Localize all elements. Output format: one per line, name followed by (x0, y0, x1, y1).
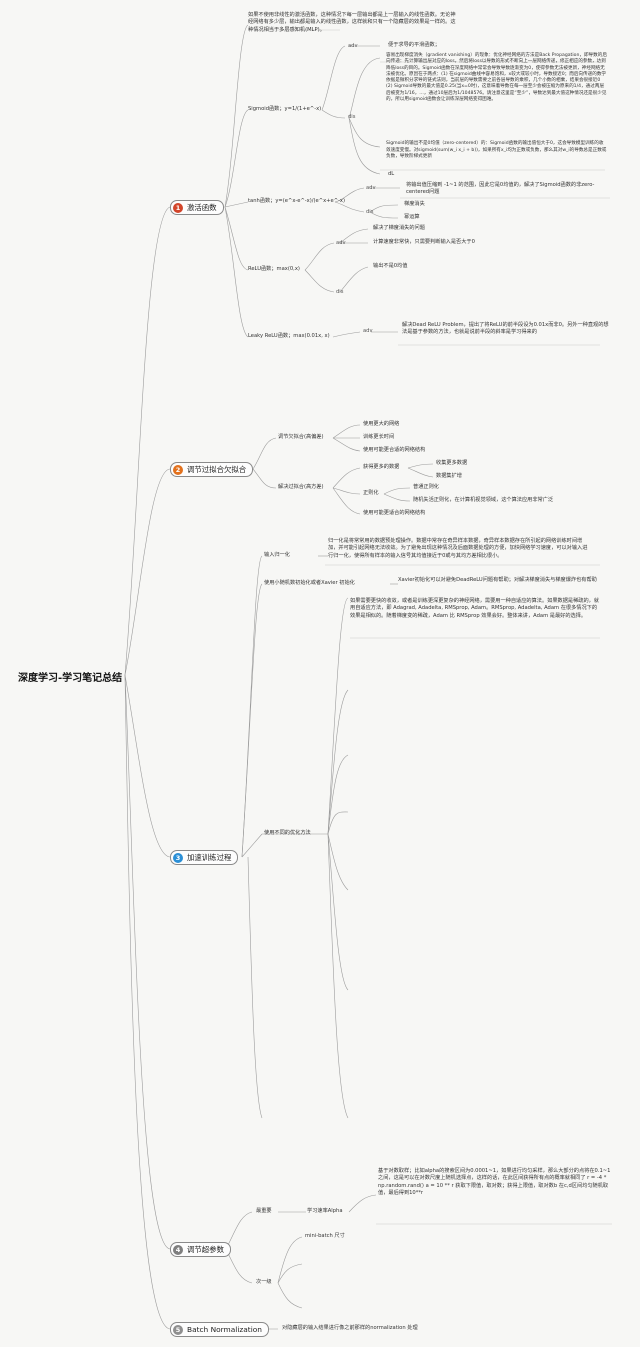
underfit-item-2: 训练更长时间 (363, 434, 395, 440)
more-data-node[interactable]: 获得更多的数据 (363, 464, 400, 470)
tanh-adv: 将输出值压缩到 -1~1 的范围，因此它是0均值的，解决了Sigmoid函数的非… (406, 182, 595, 196)
relu-dis-key: dis (336, 289, 344, 295)
sigmoid-dis-3: dL (388, 171, 395, 177)
branch-fitting[interactable]: 2 调节过拟合欠拟合 (170, 462, 254, 477)
important-node[interactable]: 最重要 (256, 1208, 272, 1214)
tanh-adv-key: adv (366, 185, 376, 191)
leaky-relu-node[interactable]: Leaky ReLU函数；max(0.01x, x) (248, 333, 330, 339)
relu-dis-1: 输出不是0均值 (373, 263, 408, 269)
branch-number-badge: 4 (173, 1244, 183, 1255)
more-data-item-2: 数据集扩增 (436, 473, 462, 479)
sigmoid-adv: 便于求导的平滑函数； (388, 42, 440, 48)
branch-label: Batch Normalization (187, 1325, 262, 1334)
branch-label: 激活函数 (187, 203, 217, 212)
batch-norm-text: 对隐藏层的输入结果进行像之前那样的normalization 处理 (282, 1325, 418, 1331)
branch-batch-normalization[interactable]: 5 Batch Normalization (170, 1322, 269, 1337)
underfit-item-1: 使用更大的网络 (363, 421, 400, 427)
overfit-node[interactable]: 解决过拟合(高方差) (278, 484, 324, 490)
sigmoid-dis-1: 容易出现梯度消失（gradient vanishing）的现象：优化神经网络的方… (386, 53, 607, 103)
regularization-item-2: 随机失活正则化，在计算机视觉领域，这个算法应用非常广泛 (413, 497, 554, 503)
regularization-node[interactable]: 正则化 (363, 490, 379, 496)
sigmoid-dis-key: dis (348, 114, 356, 120)
branch-number-badge: 5 (173, 1324, 183, 1335)
branch-label: 加速训练过程 (187, 853, 232, 862)
tanh-dis-key: dis (366, 209, 374, 215)
second-level-node[interactable]: 次一级 (256, 1279, 272, 1285)
input-normalization-node[interactable]: 输入归一化 (264, 552, 290, 558)
branch-hyperparameters[interactable]: 4 调节超参数 (170, 1242, 231, 1257)
relu-node[interactable]: ReLU函数；max(0,x) (248, 266, 300, 272)
regularization-item-1: 普通正则化 (413, 484, 439, 490)
initialization-node[interactable]: 使用小随机数初始化或者Xavier 初始化 (264, 580, 355, 586)
sigmoid-adv-key: adv (348, 43, 358, 49)
tanh-dis-1: 梯度消失 (404, 201, 425, 207)
leaky-relu-key: adv (363, 328, 373, 334)
underfit-node[interactable]: 调节欠拟合(高偏差) (278, 434, 324, 440)
overfit-other: 使用可能更适合的网络结构 (363, 510, 426, 516)
branch-label: 调节过拟合欠拟合 (187, 465, 247, 474)
tanh-dis-2: 幂运算 (404, 214, 420, 220)
learning-rate-text: 基于对数取样；比如alpha的搜索区间为0.0001~1，如果进行均匀采样，那么… (378, 1168, 611, 1197)
input-normalization-text: 归一化是将常常用的数据预处理操作。数据中常存在奇异样本数据，奇异样本数据存在所引… (328, 538, 588, 559)
initialization-text: Xavier初始化可以对避免DeadReLU问题有帮助；对解决梯度消失与梯度爆炸… (398, 577, 597, 583)
branch-number-badge: 2 (173, 464, 183, 475)
tanh-node[interactable]: tanh函数；y=(e^x-e^-x)/(e^x+e^-x) (248, 198, 346, 204)
sigmoid-dis-2: Sigmoid的输出不是0均值（zero-centered）的：Sigmoid函… (386, 141, 607, 159)
branch-number-badge: 1 (173, 202, 183, 213)
optimizer-node[interactable]: 使用不同的优化方法 (264, 830, 311, 836)
branch-number-badge: 3 (173, 852, 183, 863)
more-data-item-1: 收集更多数据 (436, 460, 468, 466)
branch-speed-up-training[interactable]: 3 加速训练过程 (170, 850, 239, 865)
sigmoid-node[interactable]: Sigmoid函数；y=1/(1+e^-x) (248, 106, 322, 112)
activation-intro: 如果不使用非线性的激活函数，这种情况下每一层输出都是上一层输入的线性函数。无论神… (248, 12, 456, 33)
relu-adv-2: 计算速度非常快，只需要判断输入是否大于0 (373, 239, 475, 245)
optimizer-text: 如果需要更快的收敛，或者是训练更深更复杂的神经网络，需要用一种自适应的算法。如果… (350, 598, 600, 619)
underfit-item-3: 使用可能更合适的网络结构 (363, 447, 426, 453)
branch-label: 调节超参数 (187, 1245, 224, 1254)
learning-rate-node[interactable]: 学习速率Alpha (307, 1208, 343, 1214)
root-topic[interactable]: 深度学习-学习笔记总结 (18, 673, 123, 684)
leaky-relu-text: 解决Dead ReLU Problem，提出了将ReLU的前半段设为0.01x而… (402, 322, 609, 336)
branch-activation-functions[interactable]: 1 激活函数 (170, 200, 224, 215)
relu-adv-key: adv (336, 240, 346, 246)
relu-adv-1: 解决了梯度消失的问题 (373, 225, 425, 231)
mini-batch-node: mini-batch 尺寸 (305, 1233, 345, 1239)
